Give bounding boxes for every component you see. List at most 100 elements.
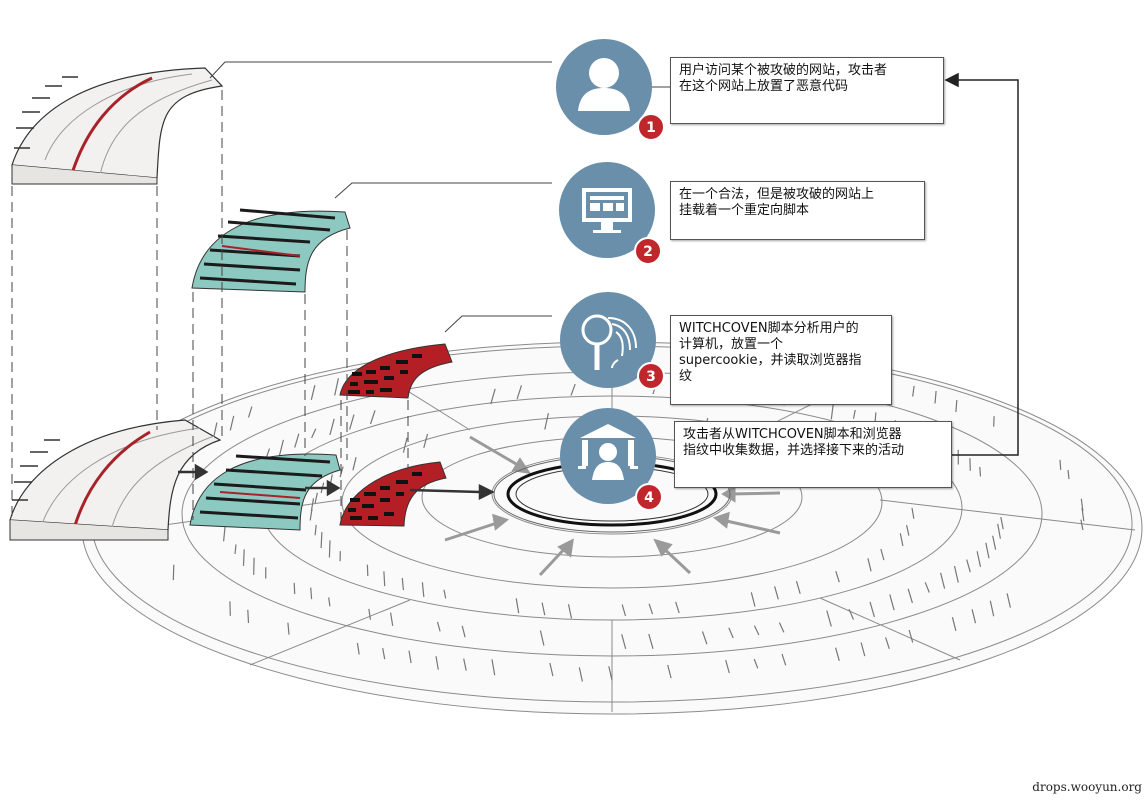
disk-data-mark	[314, 492, 318, 504]
disk-data-mark	[953, 565, 959, 583]
disk-data-mark	[436, 621, 441, 632]
disk-data-mark	[368, 608, 372, 620]
leader-lines	[209, 61, 670, 333]
disk-data-mark	[490, 388, 496, 405]
disk-data-mark	[314, 524, 317, 536]
disk-data-mark	[229, 415, 235, 431]
disk-data-mark	[750, 592, 756, 607]
disk-data-mark	[172, 564, 175, 581]
disk-data-mark	[979, 466, 982, 477]
disk-data-mark	[648, 633, 654, 649]
building-person-icon	[578, 424, 638, 480]
disk-data-mark	[753, 625, 760, 636]
disk-data-mark	[608, 666, 613, 681]
disk-data-mark	[539, 630, 545, 646]
arrow-nw	[469, 435, 524, 470]
disk-data-mark	[423, 433, 429, 449]
disk-data-mark	[213, 422, 218, 438]
disk-data-mark	[421, 582, 425, 597]
disk-data-mark	[667, 664, 672, 679]
disk-data-mark	[885, 637, 890, 649]
disk-data-mark	[339, 466, 344, 478]
disk-data-mark	[390, 612, 394, 626]
disk-data-mark	[287, 622, 290, 635]
disk-data-mark	[567, 604, 573, 619]
disk-data-mark	[491, 659, 496, 676]
disk-data-mark	[907, 588, 913, 604]
disk-data-mark	[989, 600, 995, 617]
disk-data-mark	[294, 433, 300, 448]
disk-data-mark	[515, 598, 520, 614]
disk-data-mark	[848, 608, 855, 620]
disk-data-mark	[924, 582, 930, 593]
step-4-callout: 攻击者从WITCHCOVEN脚本和浏览器 指纹中收集数据，并选择接下来的活动	[674, 421, 952, 488]
disk-data-mark	[1000, 516, 1004, 530]
disk-data-mark	[369, 410, 376, 425]
disk-data-mark	[860, 642, 866, 657]
disk-data-mark	[311, 428, 317, 439]
disk-data-mark	[621, 634, 627, 650]
step-1-callout: 用户访问某个被攻破的网站，攻击者 在这个网站上放置了恶意代码	[670, 57, 944, 124]
disk-data-mark	[349, 414, 355, 430]
disk-data-mark	[701, 631, 708, 645]
disk-data-mark	[570, 383, 576, 396]
disk-data-mark	[310, 587, 313, 600]
paper-layer-bottom	[9, 419, 222, 541]
disk-data-mark	[461, 625, 466, 638]
step-badge-1: 1	[637, 113, 665, 141]
disk-data-mark	[242, 549, 245, 566]
disk-data-mark	[835, 647, 840, 661]
disk-data-mark	[753, 658, 759, 669]
disk-data-mark	[992, 535, 997, 550]
disk-data-marks	[172, 365, 1085, 682]
disk-data-mark	[334, 378, 339, 396]
flow-arrows	[178, 463, 495, 501]
disk-data-mark	[985, 542, 990, 559]
disk-data-mark	[899, 533, 904, 547]
disk-data-mark	[463, 658, 467, 671]
disk-data-mark	[976, 551, 982, 568]
disk-data-mark	[247, 609, 250, 624]
disk-data-mark	[869, 601, 875, 618]
disk-data-mark	[867, 558, 872, 572]
disk-data-mark	[795, 581, 801, 594]
disk-data-mark	[382, 647, 386, 660]
svg-text:4: 4	[644, 490, 654, 506]
arrow-w	[444, 520, 501, 542]
paper-layer-teal-bottom	[189, 453, 341, 531]
disk-data-mark	[1006, 593, 1011, 608]
step-2-callout: 在一个合法，但是被攻破的网站上 挂载着一个重定向脚本	[670, 181, 925, 240]
disk-data-mark	[852, 409, 856, 419]
data-disk	[81, 341, 1143, 715]
step-3-callout: WITCHCOVEN脚本分析用户的 计算机，放置一个 supercookie，并…	[670, 315, 892, 405]
paper-layer-red-bottom	[339, 461, 447, 527]
user-icon	[578, 58, 630, 111]
disk-data-mark	[352, 457, 357, 471]
disk-data-mark	[934, 390, 937, 404]
svg-text:1: 1	[646, 120, 656, 136]
feedback-arrow	[944, 72, 1019, 456]
disk-data-mark	[402, 437, 408, 453]
disk-data-mark	[906, 524, 910, 536]
disk-data-mark	[320, 532, 323, 549]
disk-data-mark	[516, 385, 523, 400]
disk-data-mark	[940, 572, 946, 589]
disk-data-mark	[621, 604, 627, 617]
svg-text:3: 3	[646, 369, 656, 385]
disk-data-mark	[830, 402, 834, 420]
disk-data-mark	[725, 659, 730, 674]
disk-data-mark	[1059, 459, 1062, 470]
fingerprint-magnifier-icon	[581, 314, 637, 370]
disk-data-mark	[443, 589, 447, 599]
disk-data-mark	[880, 548, 885, 561]
svg-text:2: 2	[643, 244, 653, 260]
step-2-node: 2	[559, 162, 662, 265]
disk-data-mark	[781, 653, 787, 666]
disk-data-mark	[578, 667, 583, 682]
step-3-node: 3	[560, 292, 665, 390]
disk-data-mark	[549, 662, 554, 677]
disk-data-mark	[774, 586, 779, 600]
disk-data-mark	[908, 629, 914, 643]
disk-data-mark	[966, 559, 971, 573]
